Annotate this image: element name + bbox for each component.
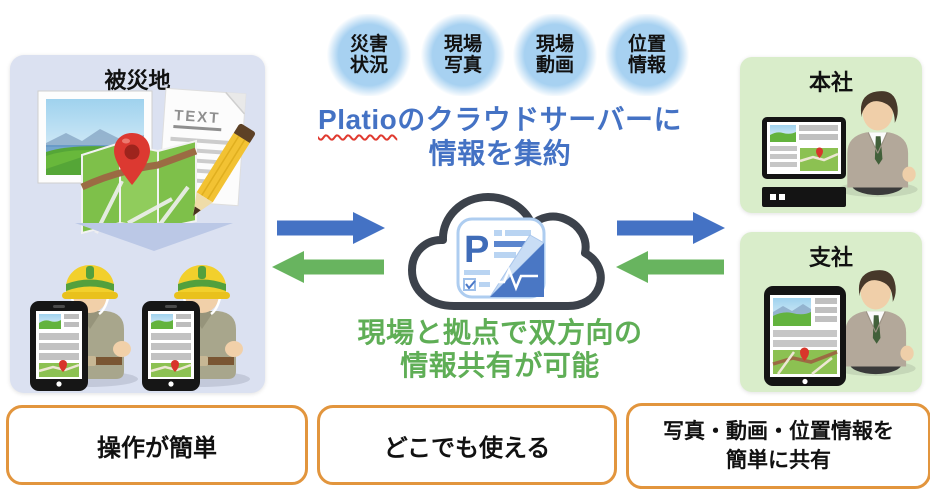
bubble-location-info: 位置 情報 — [605, 14, 689, 96]
disaster-site-collage: TEXT — [28, 87, 256, 393]
headquarters-title: 本社 — [808, 70, 853, 95]
pencil-icon — [192, 123, 256, 216]
benefit-box-easy-sharing: 写真・動画・位置情報を 簡単に共有 — [626, 403, 930, 489]
benefit-label: どこでも使える — [383, 434, 551, 462]
platio-wordmark: Platio — [318, 104, 398, 135]
bubble-label-line: 現場 — [443, 33, 482, 55]
benefit-label-line2: 簡単に共有 — [726, 449, 831, 472]
arrow-cloud-to-field-icon — [272, 251, 384, 283]
bubble-disaster-status: 災害 状況 — [327, 14, 411, 96]
bubble-label-line: 状況 — [349, 55, 388, 76]
branch-office-panel: 支社 — [740, 232, 922, 392]
worker-figure — [140, 263, 252, 393]
location-pin-icon — [114, 133, 150, 185]
headquarters-graphic — [762, 90, 919, 207]
office-tablet-icon — [764, 286, 846, 386]
platio-app-icon: P — [456, 217, 546, 299]
down-arrow-icon — [75, 223, 233, 251]
arrow-office-to-cloud-icon — [616, 251, 724, 283]
headline-line2: 情報を集約 — [428, 138, 572, 170]
cloud-headline: Platioのクラウドサーバーに 情報を集約 — [295, 103, 705, 171]
benefit-label-line1: 写真・動画・位置情報を — [663, 419, 894, 443]
bidirectional-sharing-caption: 現場と拠点で双方向の 情報共有が可能 — [300, 316, 700, 382]
worker-figure — [28, 263, 140, 393]
bubble-site-photo: 現場 写真 — [421, 14, 505, 96]
document-text-label: TEXT — [174, 107, 221, 127]
cloud-icon: P — [408, 193, 605, 310]
disaster-site-title: 被災地 — [104, 68, 171, 93]
branch-office-title: 支社 — [808, 245, 853, 270]
bubble-label-line: 写真 — [443, 55, 482, 76]
benefit-box-use-anywhere: どこでも使える — [317, 405, 617, 485]
footline-line2: 情報共有が可能 — [400, 350, 600, 382]
platio-app-letter: P — [464, 229, 489, 271]
disaster-site-panel: 被災地 TEXT — [10, 55, 265, 393]
footline-line1: 現場と拠点で双方向の — [357, 317, 643, 348]
benefit-box-easy-operation: 操作が簡単 — [6, 405, 308, 485]
arrow-field-to-cloud-icon — [277, 212, 385, 244]
monitor-icon — [762, 117, 846, 207]
bubble-label-line: 情報 — [627, 55, 666, 76]
bubble-label-line: 災害 — [349, 33, 388, 55]
branch-office-graphic — [764, 269, 917, 386]
benefit-label: 操作が簡単 — [97, 434, 217, 462]
headline-rest: のクラウドサーバーに — [397, 104, 682, 135]
bubble-label-line: 現場 — [535, 33, 574, 55]
bubble-label-line: 位置 — [627, 33, 666, 55]
bubble-site-video: 現場 動画 — [513, 14, 597, 96]
bubble-label-line: 動画 — [535, 55, 574, 76]
businessman-figure — [837, 90, 919, 198]
arrow-cloud-to-office-icon — [617, 212, 725, 244]
headquarters-panel: 本社 — [740, 57, 922, 213]
businessman-figure — [835, 269, 917, 377]
